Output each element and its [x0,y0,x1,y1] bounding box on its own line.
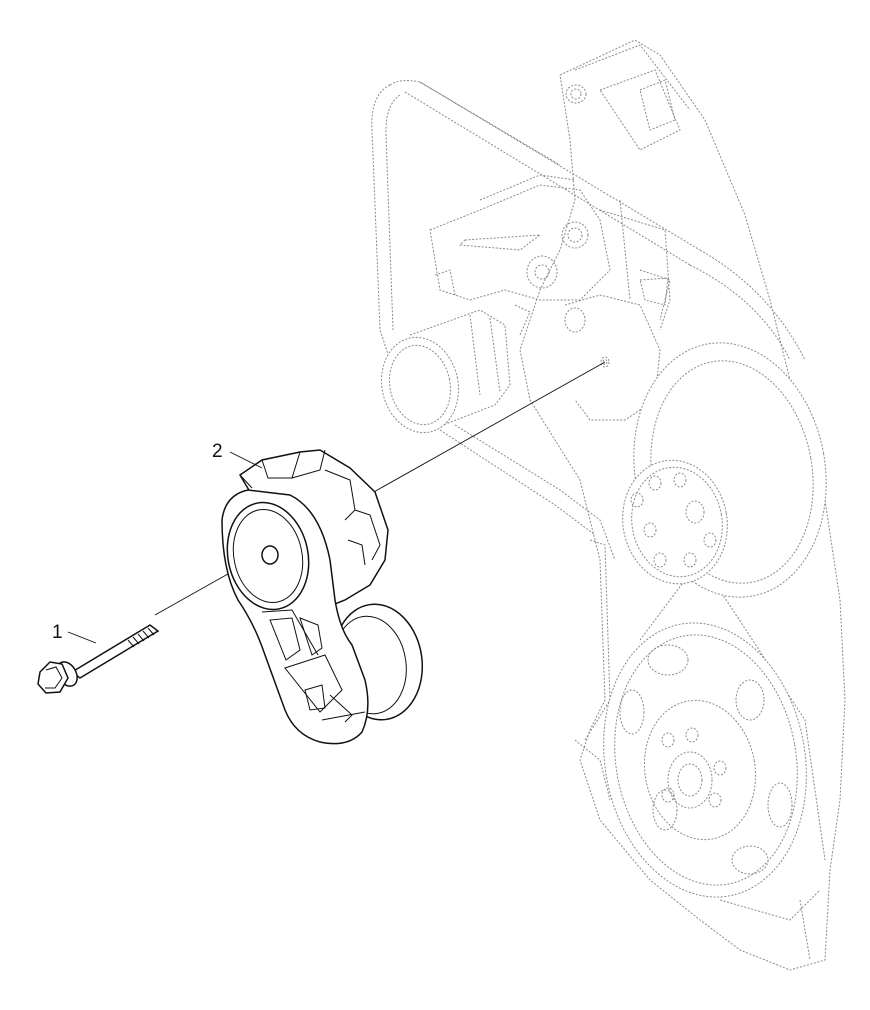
flange-bolt-part [37,624,160,694]
alternator-bracket-ghost [429,174,669,336]
belt-tensioner-part [221,449,424,745]
crankshaft-damper-ghost [603,622,807,898]
callout-2-leader [229,451,263,469]
assembly-axis-line [154,361,606,616]
tensioner-mount-boss-ghost [564,294,661,421]
idler-pulley-ghost [381,309,511,434]
callout-2-number: 2 [212,441,223,462]
callout-1-number: 1 [52,622,63,643]
drive-belt-ghost [371,80,806,561]
callout-2: 2 [212,441,263,469]
callout-1: 1 [52,622,97,644]
engine-front-cover-ghost [519,39,846,971]
water-pump-pulley-ghost [622,342,827,598]
callout-1-leader [67,631,97,644]
